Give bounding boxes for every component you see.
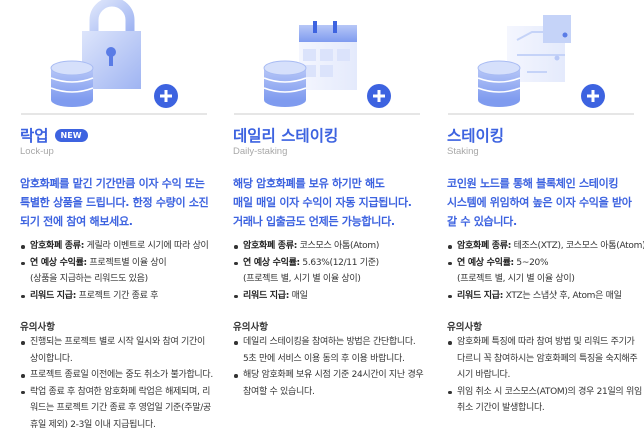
plus-badge	[367, 84, 391, 108]
detail-item: 연 예상 수익률: 5~20%(프로젝트 별, 시기 별 이율 상이)	[447, 255, 644, 288]
product-title: 데일리 스테이킹	[233, 127, 339, 145]
coin-stack	[477, 60, 521, 107]
notes-list: 데일리 스테이킹을 참여하는 방법은 간단합니다. 5초 만에 서비스 이용 동…	[233, 334, 424, 400]
detail-item: 연 예상 수익률: 프로젝트별 이율 상이(상품을 지급하는 리워드도 있음)	[20, 255, 209, 288]
coin-stack	[263, 60, 307, 107]
note-item: 프로젝트 종료일 이전에는 중도 취소가 불가합니다.	[20, 367, 213, 384]
new-badge: NEW	[54, 128, 88, 142]
notes-title: 유의사항	[20, 322, 55, 333]
note-item: 데일리 스테이킹을 참여하는 방법은 간단합니다. 5초 만에 서비스 이용 동…	[233, 334, 423, 367]
notes-list: 암호화폐 특징에 따라 참여 방법 및 리워드 주기가 다르니 꼭 참여하시는 …	[447, 334, 642, 417]
plus-badge	[581, 84, 605, 108]
notes-list: 진행되는 프로젝트 별로 시작 일시와 참여 기간이 상이합니다.프로젝트 종료…	[20, 334, 213, 433]
detail-item: 암호화폐 종류: 테조스(XTZ), 코스모스 아톰(Atom)	[447, 238, 644, 255]
product-title: 스테이킹	[447, 127, 505, 145]
detail-item: 리워드 지급: 프로젝트 기간 종료 후	[20, 288, 209, 305]
detail-item: 리워드 지급: XTZ는 스냅샷 후, Atom은 매일	[447, 288, 644, 305]
detail-item: 리워드 지급: 매일	[233, 288, 379, 305]
divider	[234, 113, 420, 115]
blockchain-coin-plus-icon	[477, 15, 605, 108]
plus-badge	[154, 84, 178, 108]
divider	[448, 113, 634, 115]
note-item: 해당 암호화폐 보유 시점 기준 24시간이 지난 경우 참여할 수 있습니다.	[233, 367, 424, 400]
note-item: 암호화폐 특징에 따라 참여 방법 및 리워드 주기가 다르니 꼭 참여하시는 …	[447, 334, 642, 384]
detail-item: 암호화폐 종류: 게릴라 이벤트로 시기에 따라 상이	[20, 238, 209, 255]
coin-stack	[50, 60, 94, 107]
notes-title: 유의사항	[447, 322, 482, 333]
product-subtitle: Staking	[447, 146, 479, 157]
product-subtitle: Lock-up	[20, 146, 54, 157]
detail-item: 암호화폐 종류: 코스모스 아톰(Atom)	[233, 238, 379, 255]
divider	[21, 113, 207, 115]
product-details: 암호화폐 종류: 테조스(XTZ), 코스모스 아톰(Atom)연 예상 수익률…	[447, 238, 644, 304]
note-item: 위임 취소 시 코스모스(ATOM)의 경우 21일의 위임 취소 기간이 발생…	[447, 384, 642, 417]
note-item: 진행되는 프로젝트 별로 시작 일시와 참여 기간이 상이합니다.	[20, 334, 213, 367]
lock-coin-plus-icon	[50, 0, 178, 108]
product-subtitle: Daily-staking	[233, 146, 288, 157]
calendar-coin-plus-icon	[263, 21, 391, 108]
notes-title: 유의사항	[233, 322, 268, 333]
product-details: 암호화폐 종류: 코스모스 아톰(Atom)연 예상 수익률: 5.63%(12…	[233, 238, 379, 304]
note-item: 락업 종료 후 참여한 암호화폐 락업은 해제되며, 리 워드는 프로젝트 기간…	[20, 384, 213, 434]
detail-item: 연 예상 수익률: 5.63%(12/11 기준)(프로젝트 별, 시기 별 이…	[233, 255, 379, 288]
